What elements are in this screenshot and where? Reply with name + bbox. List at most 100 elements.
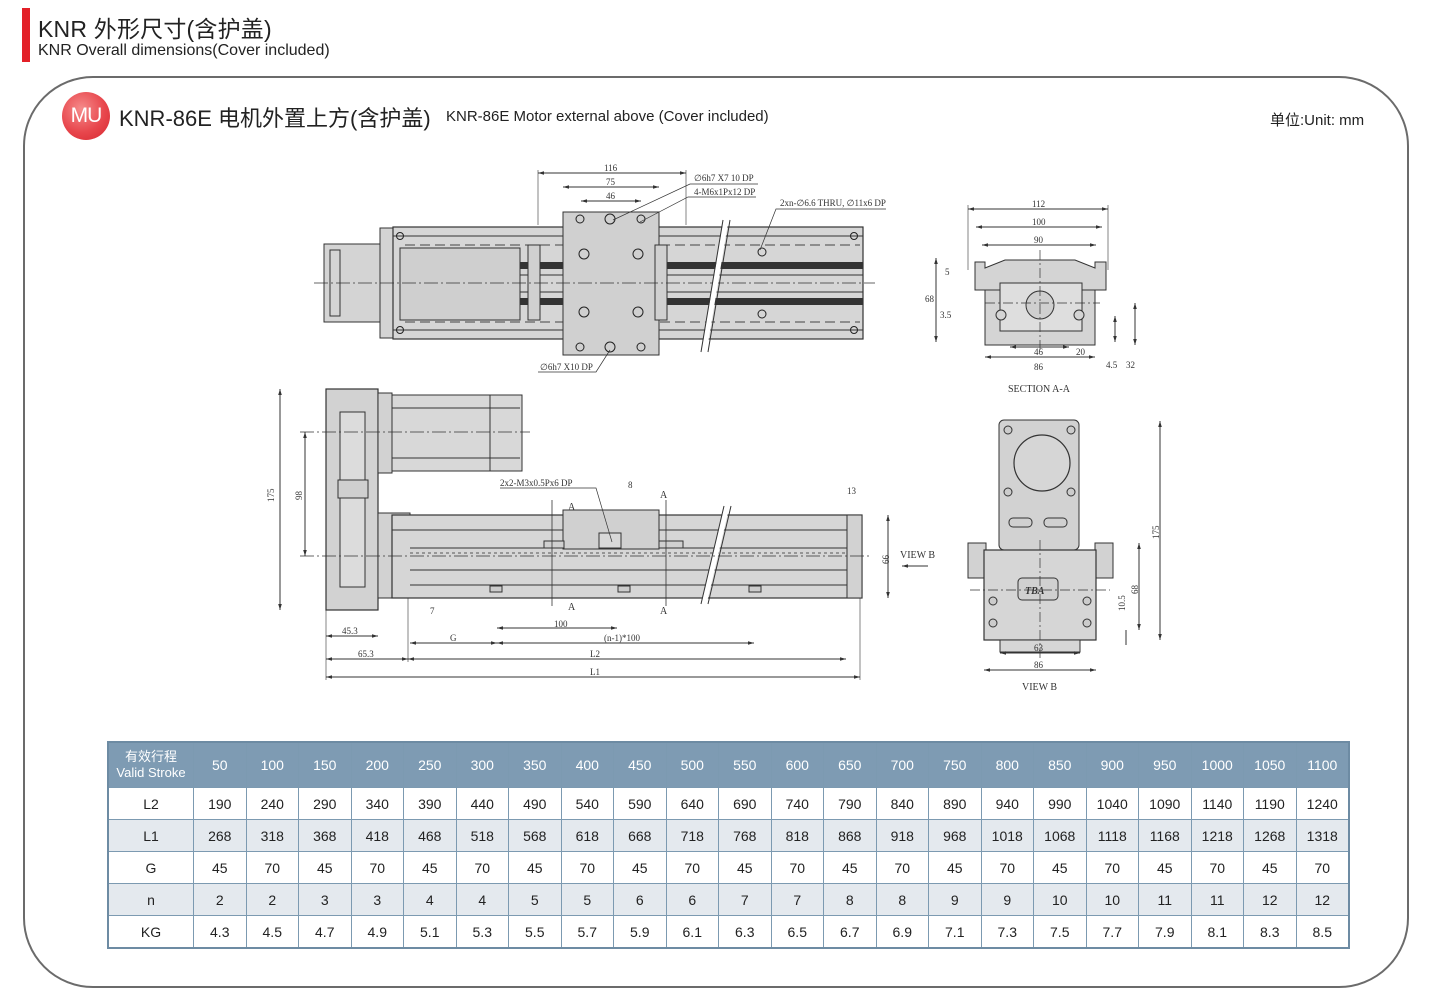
table-cell: 70 bbox=[1085, 851, 1139, 884]
table-cell: 45 bbox=[928, 851, 982, 884]
table-cell: 6.3 bbox=[718, 915, 772, 949]
table-cell: 368 bbox=[298, 819, 352, 852]
table-cell: 940 bbox=[980, 787, 1034, 820]
table-cell: 2 bbox=[245, 883, 299, 916]
dim-175-b: 175 bbox=[1151, 525, 1161, 539]
stroke-1050: 1050 bbox=[1243, 741, 1297, 788]
stroke-600: 600 bbox=[770, 741, 824, 788]
section-mark-a-2: A bbox=[660, 490, 668, 501]
dim-45-3: 45.3 bbox=[342, 626, 358, 636]
stroke-150: 150 bbox=[298, 741, 352, 788]
table-cell: 1090 bbox=[1138, 787, 1192, 820]
table-cell: 1140 bbox=[1190, 787, 1244, 820]
table-cell: 45 bbox=[298, 851, 352, 884]
stroke-900: 900 bbox=[1085, 741, 1139, 788]
table-cell: 690 bbox=[718, 787, 772, 820]
stroke-500: 500 bbox=[665, 741, 719, 788]
row-label: L1 bbox=[107, 819, 194, 852]
dim-7: 7 bbox=[430, 606, 435, 616]
stroke-200: 200 bbox=[350, 741, 404, 788]
dim-63: 63 bbox=[1034, 643, 1044, 653]
stroke-850: 850 bbox=[1033, 741, 1087, 788]
table-cell: 45 bbox=[508, 851, 562, 884]
header-accent-bar bbox=[22, 8, 30, 62]
section-mark-a-3: A bbox=[568, 602, 576, 613]
dim-112: 112 bbox=[1032, 199, 1045, 209]
table-cell: 990 bbox=[1033, 787, 1087, 820]
stroke-750: 750 bbox=[928, 741, 982, 788]
dim-32: 32 bbox=[1126, 360, 1135, 370]
table-cell: 240 bbox=[245, 787, 299, 820]
table-cell: 7 bbox=[718, 883, 772, 916]
table-cell: 45 bbox=[1033, 851, 1087, 884]
dim-100: 100 bbox=[1032, 217, 1046, 227]
page-subtitle: KNR Overall dimensions(Cover included) bbox=[38, 42, 330, 59]
dim-5: 5 bbox=[945, 267, 950, 277]
table-cell: 3 bbox=[298, 883, 352, 916]
table-cell: 6.5 bbox=[770, 915, 824, 949]
dim-l1: L1 bbox=[590, 667, 600, 677]
dim-86-b: 86 bbox=[1034, 660, 1044, 670]
table-cell: 70 bbox=[455, 851, 509, 884]
table-cell: 418 bbox=[350, 819, 404, 852]
dim-68-b: 68 bbox=[1130, 585, 1140, 595]
table-cell: 918 bbox=[875, 819, 929, 852]
stroke-100: 100 bbox=[245, 741, 299, 788]
table-cell: 11 bbox=[1138, 883, 1192, 916]
table-cell: 4.3 bbox=[193, 915, 247, 949]
table-cell: 640 bbox=[665, 787, 719, 820]
table-cell: 1218 bbox=[1190, 819, 1244, 852]
dim-3-5: 3.5 bbox=[940, 310, 952, 320]
section-subtitle: KNR-86E Motor external above (Cover incl… bbox=[446, 108, 769, 125]
table-cell: 468 bbox=[403, 819, 457, 852]
dim-86: 86 bbox=[1034, 362, 1044, 372]
row-label: L2 bbox=[107, 787, 194, 820]
table-cell: 4 bbox=[455, 883, 509, 916]
stroke-header: 有效行程 Valid Stroke bbox=[107, 741, 194, 788]
table-cell: 5.7 bbox=[560, 915, 614, 949]
stroke-350: 350 bbox=[508, 741, 562, 788]
stroke-950: 950 bbox=[1138, 741, 1192, 788]
table-cell: 7.3 bbox=[980, 915, 1034, 949]
table-cell: 9 bbox=[928, 883, 982, 916]
table-cell: 45 bbox=[823, 851, 877, 884]
table-cell: 70 bbox=[665, 851, 719, 884]
dim-46: 46 bbox=[1034, 347, 1044, 357]
table-cell: 45 bbox=[1138, 851, 1192, 884]
dim-13: 13 bbox=[847, 486, 857, 496]
table-cell: 11 bbox=[1190, 883, 1244, 916]
table-cell: 190 bbox=[193, 787, 247, 820]
table-cell: 3 bbox=[350, 883, 404, 916]
stroke-450: 450 bbox=[613, 741, 667, 788]
unit-label: 单位:Unit: mm bbox=[1270, 112, 1365, 129]
stroke-800: 800 bbox=[980, 741, 1034, 788]
table-cell: 6.7 bbox=[823, 915, 877, 949]
table-cell: 45 bbox=[613, 851, 667, 884]
table-cell: 868 bbox=[823, 819, 877, 852]
row-label: G bbox=[107, 851, 194, 884]
side-view: A A A A 175 98 8 13 66 7 100 45.3 G (n-1… bbox=[266, 388, 935, 680]
table-cell: 8.1 bbox=[1190, 915, 1244, 949]
table-cell: 618 bbox=[560, 819, 614, 852]
table-cell: 1268 bbox=[1243, 819, 1297, 852]
table-cell: 1118 bbox=[1085, 819, 1139, 852]
table-cell: 6 bbox=[665, 883, 719, 916]
table-cell: 70 bbox=[875, 851, 929, 884]
table-cell: 70 bbox=[770, 851, 824, 884]
table-cell: 6.9 bbox=[875, 915, 929, 949]
table-cell: 2 bbox=[193, 883, 247, 916]
table-cell: 12 bbox=[1295, 883, 1350, 916]
section-aa-caption: SECTION A-A bbox=[1008, 384, 1071, 395]
stroke-550: 550 bbox=[718, 741, 772, 788]
section-mark-a-4: A bbox=[660, 606, 668, 617]
table-cell: 70 bbox=[245, 851, 299, 884]
table-cell: 7.7 bbox=[1085, 915, 1139, 949]
table-cell: 1318 bbox=[1295, 819, 1350, 852]
table-cell: 318 bbox=[245, 819, 299, 852]
dim-90: 90 bbox=[1034, 235, 1044, 245]
stroke-650: 650 bbox=[823, 741, 877, 788]
table-cell: 45 bbox=[718, 851, 772, 884]
